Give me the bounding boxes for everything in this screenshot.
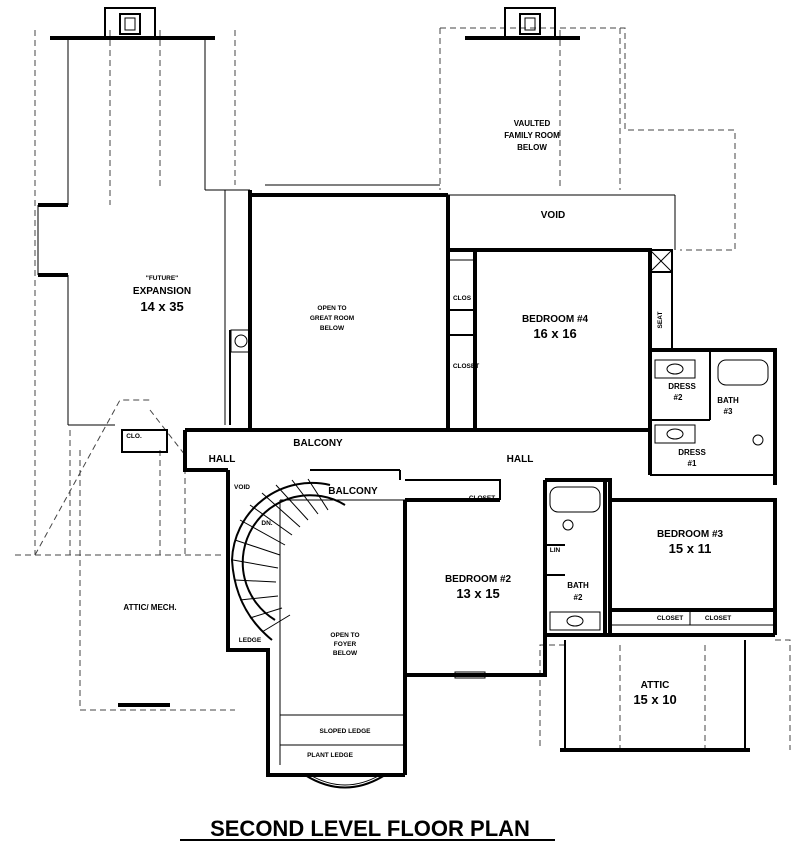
open-foyer-3: BELOW — [333, 650, 358, 657]
closet-b4-label: CLOSET — [453, 363, 479, 370]
hall-left-label: HALL — [209, 454, 236, 465]
open-foyer-2: FOYER — [334, 641, 357, 648]
bedroom2-label: BEDROOM #2 — [445, 574, 512, 585]
seat-label: SEAT — [657, 312, 664, 329]
bath2-num: #2 — [574, 593, 583, 602]
bath2-walls — [543, 480, 607, 637]
open-great-2: GREAT ROOM — [310, 315, 354, 322]
hall-walls — [183, 428, 652, 500]
expansion-size: 14 x 35 — [140, 299, 183, 314]
attic-label: ATTIC — [641, 680, 670, 691]
attic-mech-label: ATTIC/ MECH. — [123, 603, 176, 612]
expansion-label: EXPANSION — [133, 286, 191, 297]
spiral-stair — [231, 478, 346, 641]
bedroom4-walls — [448, 194, 676, 432]
closet-b3b-label: CLOSET — [705, 615, 731, 622]
roof-outline-dashed — [15, 27, 791, 750]
dress1-num: #1 — [688, 459, 697, 468]
open-foyer-1: OPEN TO — [330, 632, 359, 639]
vaulted-label-1: VAULTED — [514, 119, 551, 128]
sloped-ledge-label: SLOPED LEDGE — [320, 728, 372, 735]
bath3-walls — [650, 348, 777, 485]
stair-walls — [226, 470, 407, 789]
future-label: "FUTURE" — [146, 275, 179, 282]
bedroom2-size: 13 x 15 — [456, 586, 499, 601]
attic-walls — [118, 640, 750, 752]
closet-b3a-label: CLOSET — [657, 615, 683, 622]
ledge-label: LEDGE — [239, 637, 262, 644]
vaulted-label-3: BELOW — [517, 143, 547, 152]
dn-label: DN. — [261, 520, 272, 527]
bath3-label: BATH — [717, 396, 739, 405]
bath3-num: #3 — [724, 407, 733, 416]
clos-b4-label: CLOS — [453, 295, 472, 302]
dress2-num: #2 — [674, 393, 683, 402]
bedroom3-walls — [605, 498, 777, 637]
great-room-walls — [248, 184, 450, 432]
void-top-label: VOID — [541, 210, 565, 221]
open-great-1: OPEN TO — [317, 305, 346, 312]
attic-size: 15 x 10 — [633, 692, 676, 707]
hall-right-label: HALL — [507, 454, 534, 465]
chimney-left — [50, 7, 215, 40]
bedroom3-label: BEDROOM #3 — [657, 529, 724, 540]
bath2-label: BATH — [567, 581, 589, 590]
plant-ledge-label: PLANT LEDGE — [307, 752, 354, 759]
lin-label: LIN — [550, 547, 561, 554]
dress2-label: DRESS — [668, 382, 696, 391]
plan-title: SECOND LEVEL FLOOR PLAN — [210, 816, 530, 841]
void-stair-label: VOID — [234, 484, 250, 491]
clo-label: CLO. — [126, 433, 142, 440]
chimney-right — [465, 7, 580, 40]
open-great-3: BELOW — [320, 325, 345, 332]
vaulted-label-2: FAMILY ROOM — [504, 131, 560, 140]
balcony-top-label: BALCONY — [293, 438, 343, 449]
bedroom4-size: 16 x 16 — [533, 326, 576, 341]
bedroom3-size: 15 x 11 — [669, 541, 712, 556]
balcony-stair-label: BALCONY — [328, 486, 378, 497]
bedroom4-label: BEDROOM #4 — [522, 314, 589, 325]
dress1-label: DRESS — [678, 448, 706, 457]
expansion-walls — [37, 38, 252, 453]
closet-mid-label: CLOSET — [469, 495, 495, 502]
